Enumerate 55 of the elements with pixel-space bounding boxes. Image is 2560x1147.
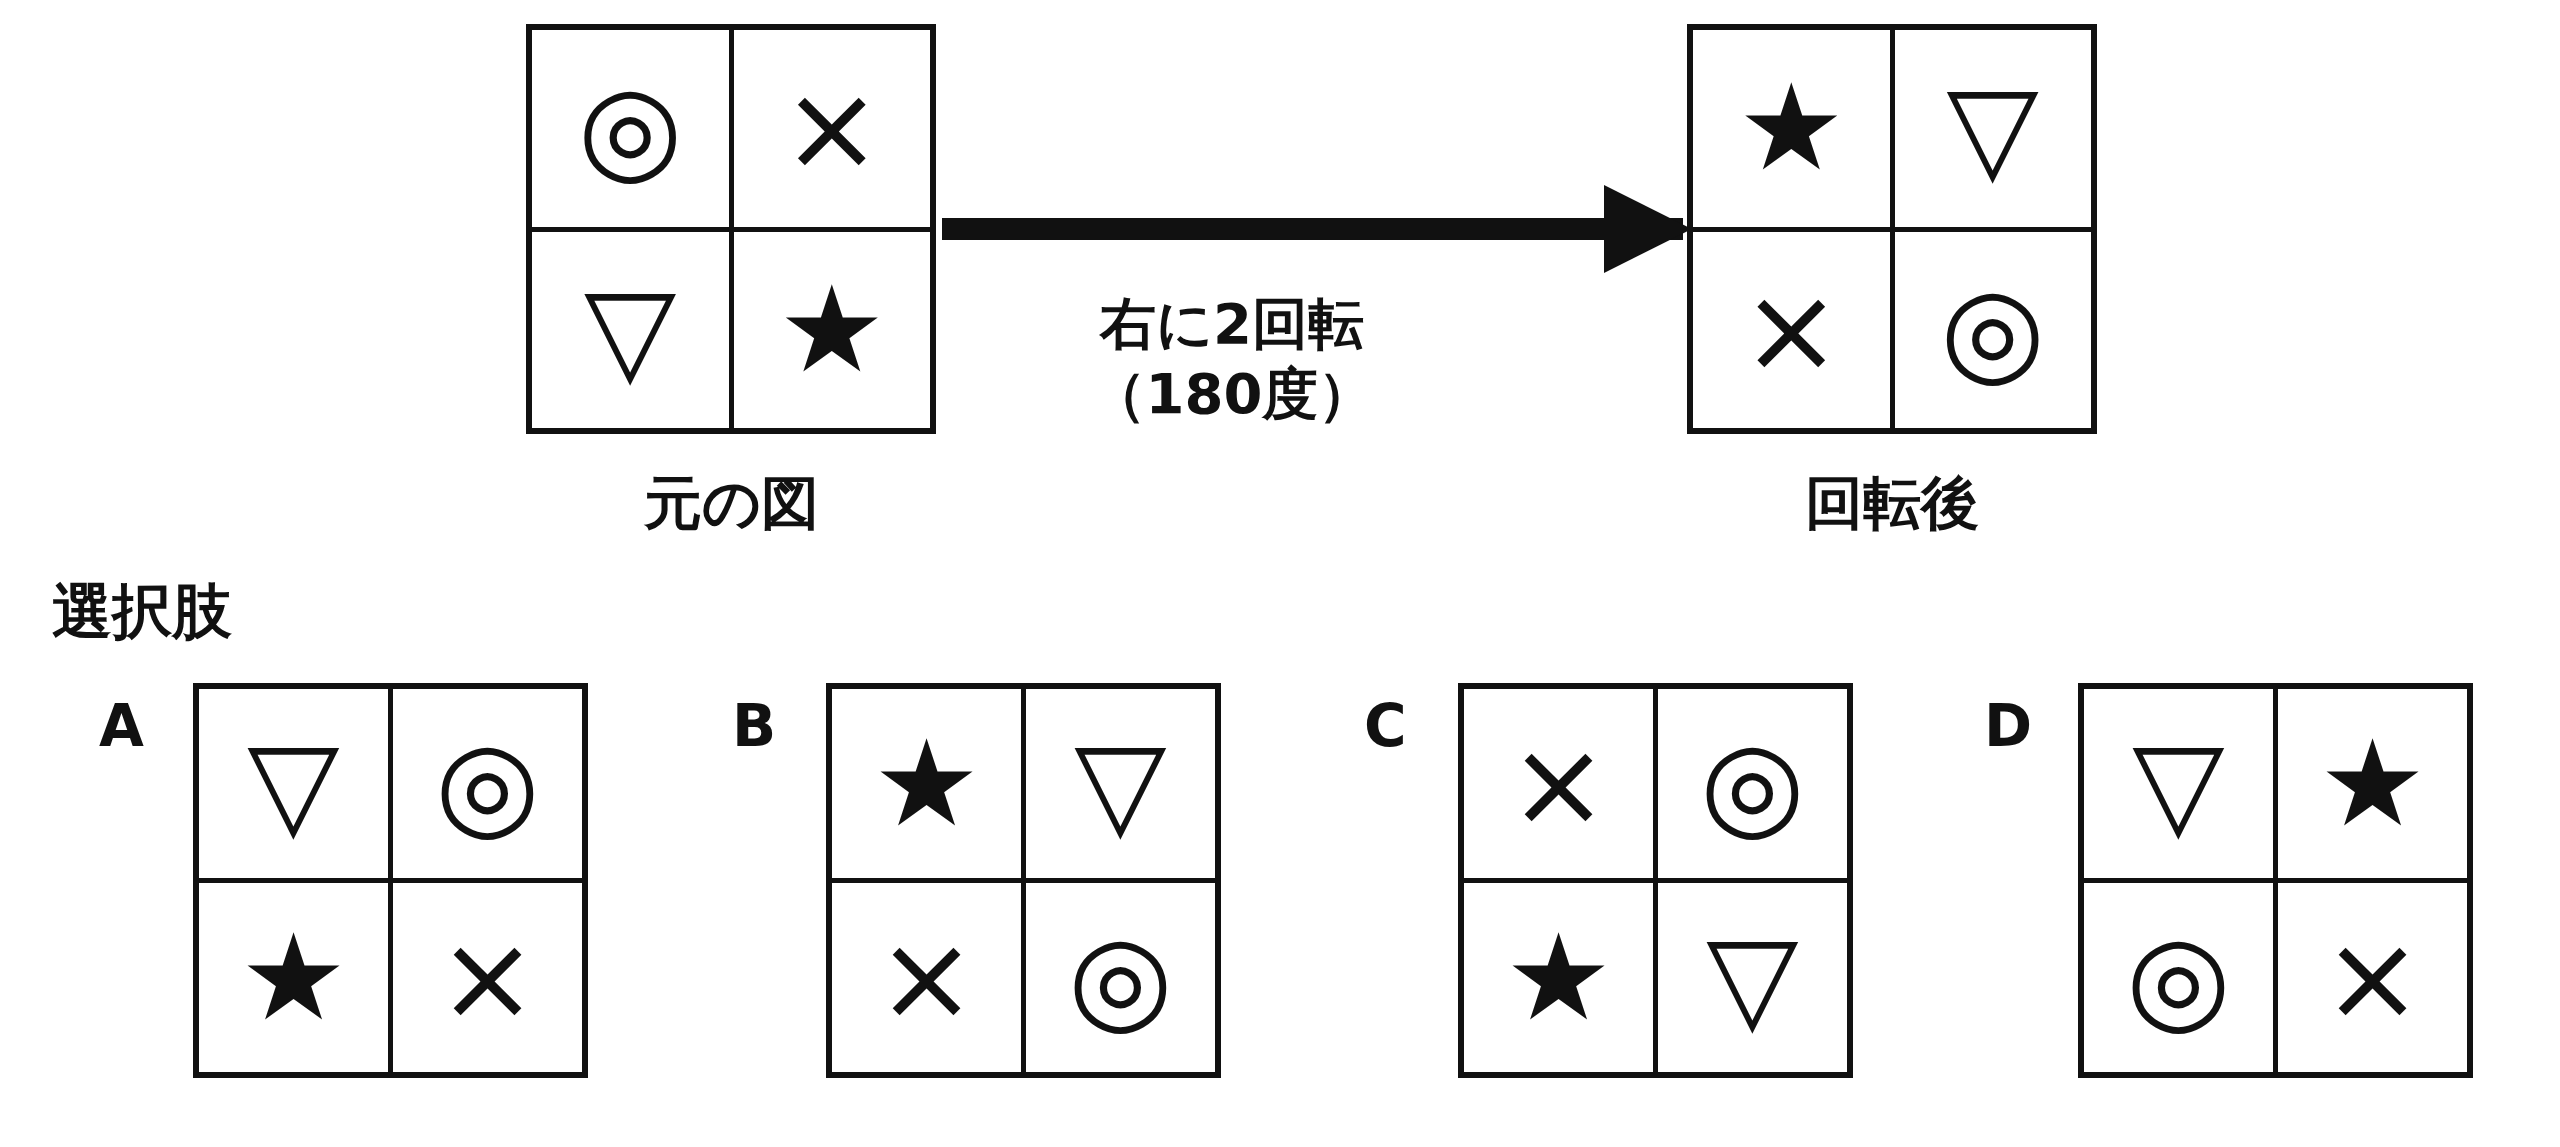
grid-cell xyxy=(1464,689,1653,878)
grid-caption: 元の図 xyxy=(642,474,820,532)
symbol-glyph: ▽ xyxy=(1946,68,2039,189)
symbol-glyph: ◎ xyxy=(577,68,683,189)
grid-cell xyxy=(832,883,1021,1072)
symbol-glyph: ★ xyxy=(2318,723,2427,844)
grid-cell xyxy=(199,883,388,1072)
symbol-glyph: ★ xyxy=(239,917,348,1038)
grid-cell xyxy=(733,30,930,227)
symbol-glyph: ◎ xyxy=(1700,723,1805,844)
grid-cell xyxy=(2278,883,2467,1072)
symbol-glyph: ★ xyxy=(777,269,886,390)
grid-cell xyxy=(1658,883,1847,1072)
symbol-glyph: ▽ xyxy=(247,723,340,844)
symbol-glyph: × xyxy=(437,917,538,1038)
symbol-glyph: ▽ xyxy=(1074,723,1167,844)
option-letter: B xyxy=(732,697,777,755)
option-letter: C xyxy=(1364,697,1407,755)
grid-cell xyxy=(1026,689,1215,878)
grid-cell xyxy=(1894,231,2091,428)
section-heading: 選択肢 xyxy=(52,575,232,648)
symbol-glyph: ▽ xyxy=(1706,917,1799,1038)
grid-cell xyxy=(2084,689,2273,878)
symbol-glyph: × xyxy=(1508,723,1609,844)
grid-cell xyxy=(1464,883,1653,1072)
grid-cell xyxy=(1026,883,1215,1072)
grid-cell xyxy=(2278,689,2467,878)
symbol-glyph: ▽ xyxy=(2132,723,2225,844)
symbol-glyph: ◎ xyxy=(1068,917,1173,1038)
symbol-glyph: ◎ xyxy=(435,723,540,844)
grid-cell xyxy=(733,231,930,428)
grid-cell xyxy=(199,689,388,878)
symbol-glyph: × xyxy=(876,917,977,1038)
option-letter: D xyxy=(1984,697,2033,755)
grid-cell xyxy=(532,30,729,227)
grid-cell xyxy=(532,231,729,428)
symbol-glyph: ★ xyxy=(1504,917,1613,1038)
grid-cell xyxy=(2084,883,2273,1072)
symbol-glyph: × xyxy=(2322,917,2423,1038)
symbol-glyph: ★ xyxy=(1737,68,1846,189)
symbol-glyph: × xyxy=(1740,269,1842,390)
symbol-glyph: ◎ xyxy=(2126,917,2231,1038)
grid-cell xyxy=(393,689,582,878)
grid-caption: 回転後 xyxy=(1804,474,1980,532)
grid-cell xyxy=(832,689,1021,878)
symbol-glyph: × xyxy=(781,68,882,189)
option-letter: A xyxy=(99,697,144,755)
grid-cell xyxy=(1894,30,2091,227)
symbol-glyph: ▽ xyxy=(584,269,677,390)
symbol-glyph: ◎ xyxy=(1940,269,2046,390)
symbol-glyph: ★ xyxy=(872,723,981,844)
grid-cell xyxy=(1693,231,1890,428)
grid-cell xyxy=(393,883,582,1072)
grid-cell xyxy=(1658,689,1847,878)
grid-cell xyxy=(1693,30,1890,227)
